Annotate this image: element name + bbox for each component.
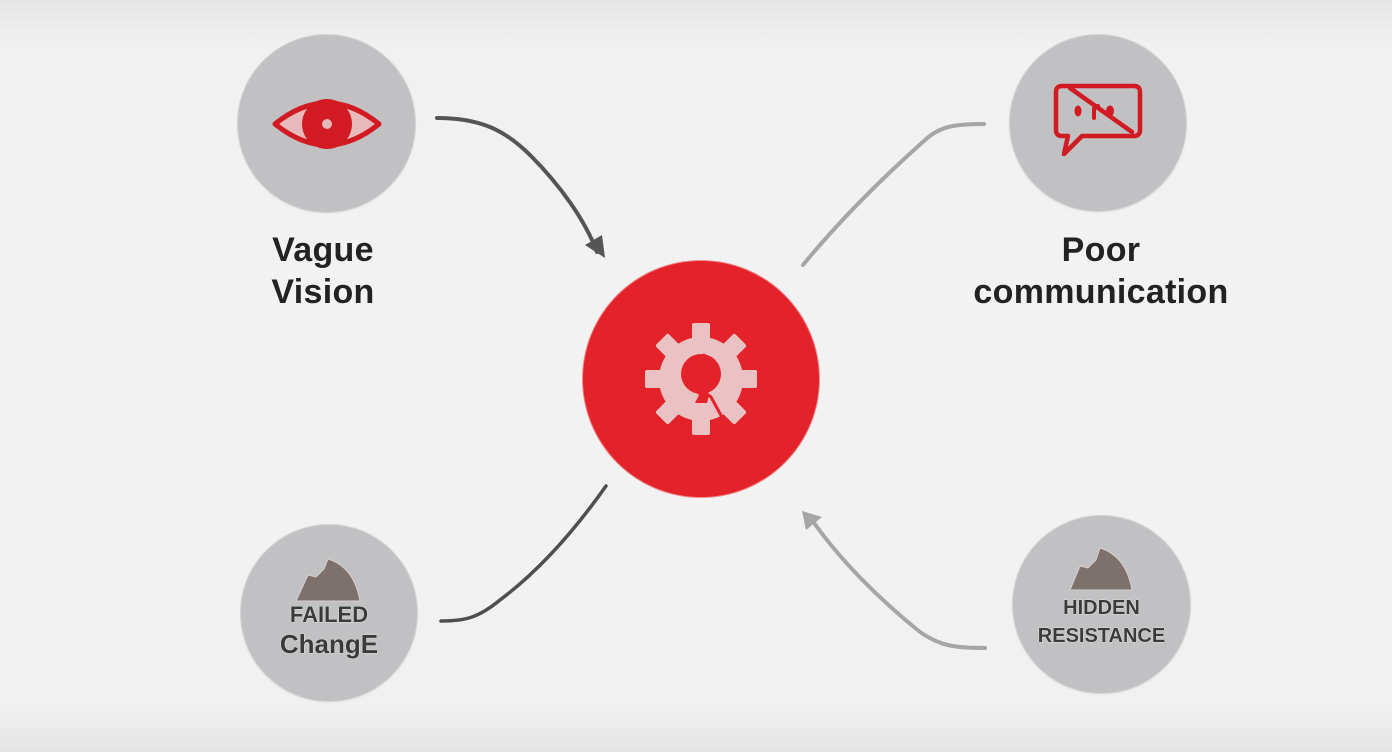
label-line: Vague [272,231,374,269]
mountain-peak-icon [1069,547,1133,591]
label-line: Vision [271,273,375,311]
node-poor-communication[interactable] [1010,35,1186,211]
label-line: communication [973,273,1229,311]
eye-icon [272,98,381,149]
center-broken-process[interactable] [583,261,819,497]
arrowhead-icon [802,511,822,530]
label-poor-communication: Poor communication [940,229,1262,313]
connector-poor-communication [801,122,986,267]
arrow-vague-vision-to-center [435,116,599,254]
node-vague-vision[interactable] [238,35,415,212]
label-line: RESISTANCE [1037,625,1166,647]
label-line: Poor [1061,231,1141,269]
label-line: HIDDEN [1063,597,1140,619]
label-line: ChangE [279,629,379,659]
label-vague-vision: Vague Vision [233,229,413,313]
arrowhead-icon [585,235,605,258]
crossed-chat-bubble-icon [1053,83,1143,157]
label-line: FAILED [289,602,369,627]
connector-failed-change [439,484,608,623]
cracked-gear-icon [645,323,757,435]
node-hidden-resistance[interactable]: HIDDEN RESISTANCE [1013,516,1190,693]
node-failed-change[interactable]: FAILED ChangE [241,525,417,701]
arrow-hidden-resistance-to-center [810,518,987,650]
mountain-peak-icon [295,558,361,602]
